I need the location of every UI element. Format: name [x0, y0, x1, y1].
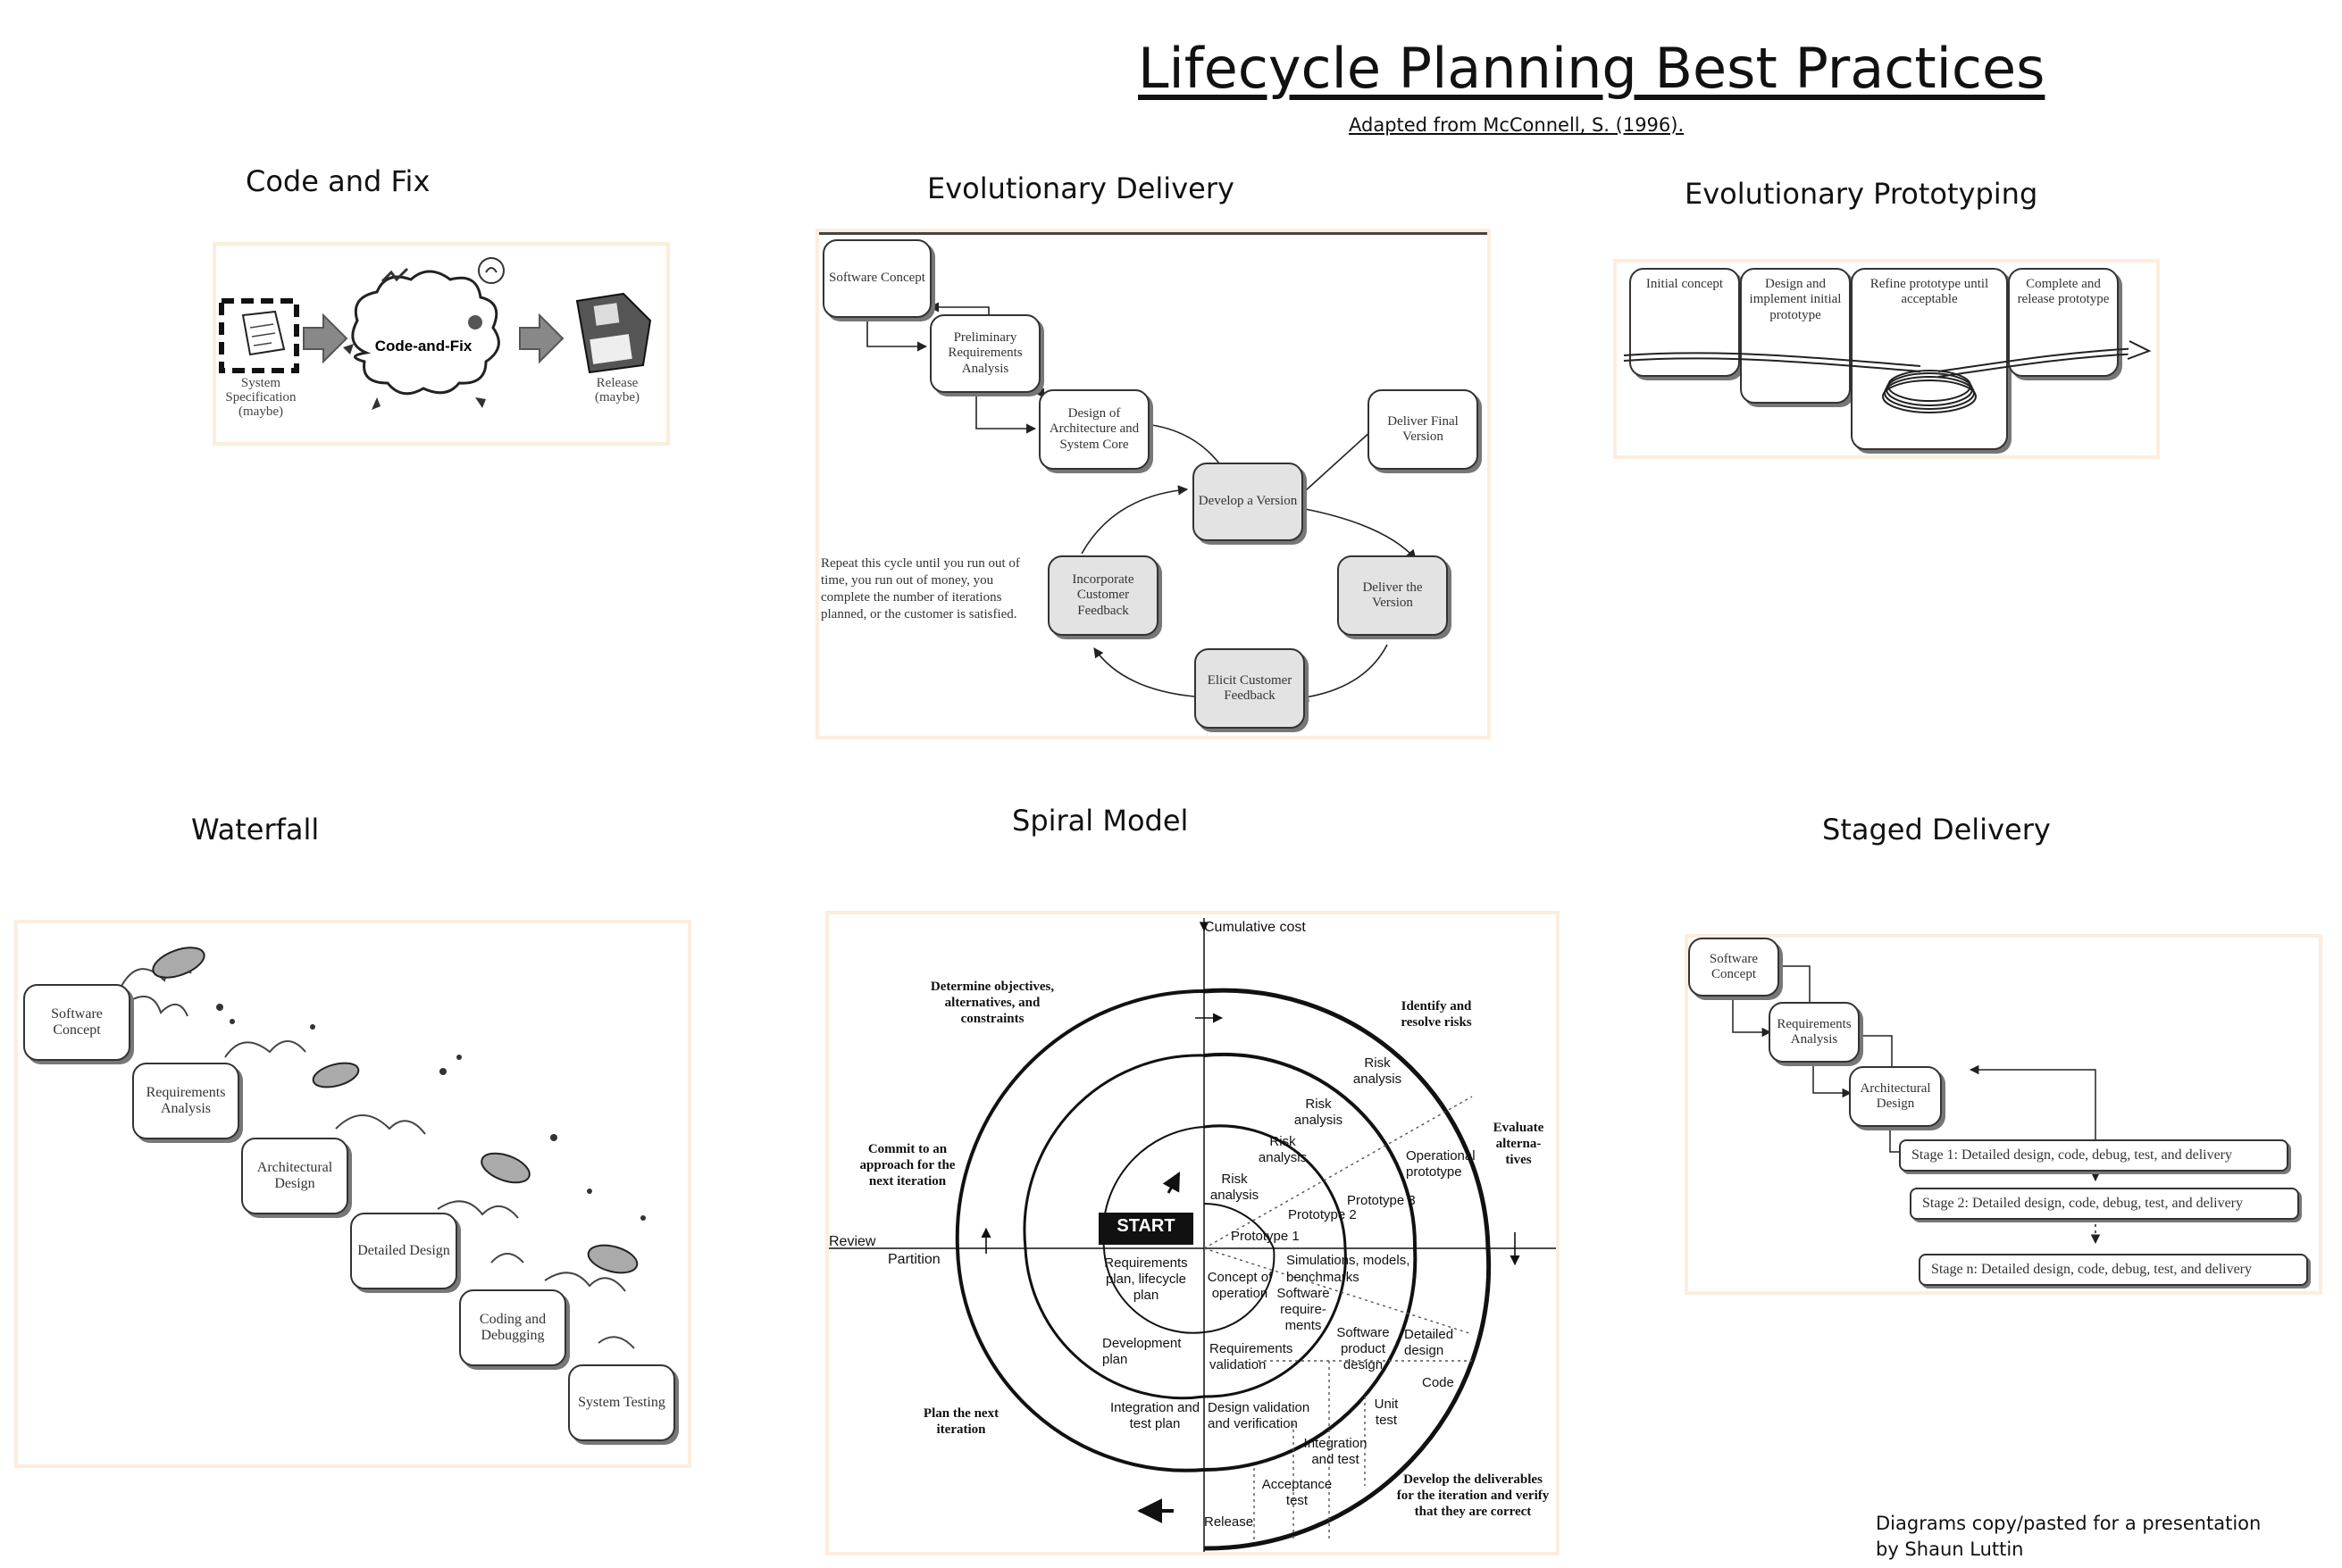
spiral-graphic	[829, 918, 1556, 1552]
prototype-path-arrow	[1623, 340, 2152, 413]
evolutionary-prototyping-heading: Evolutionary Prototyping	[1685, 177, 2038, 211]
fish-icon	[152, 947, 639, 1274]
software-requirements-label: Software require-ments	[1276, 1286, 1330, 1333]
waterfall-requirements-analysis: Requirements Analysis	[132, 1063, 239, 1139]
risk-analysis-4: Risk analysis	[1352, 1055, 1402, 1087]
evolutionary-delivery-diagram: Software Concept Preliminary Requirement…	[816, 229, 1491, 739]
waterfall-detailed-design: Detailed Design	[350, 1213, 457, 1289]
code-and-fix-label: Code-and-Fix	[375, 338, 473, 354]
development-plan-label: Development plan	[1102, 1336, 1182, 1367]
waterfall-diagram: Software Concept Requirements Analysis A…	[14, 920, 691, 1468]
code-label: Code	[1422, 1375, 1454, 1390]
deliver-final-version-box: Deliver Final Version	[1368, 389, 1478, 470]
proto-step-2: Design and implement initial prototype	[1740, 268, 1851, 404]
staged-architectural-design: Architectural Design	[1849, 1066, 1942, 1127]
staged-software-concept: Software Concept	[1688, 938, 1779, 997]
system-spec-label: System Specification (maybe)	[225, 376, 297, 419]
evaluate-alternatives-label: Evaluate alterna-tives	[1493, 1121, 1544, 1167]
code-and-fix-graphic: Code-and-Fix	[219, 257, 652, 410]
floppy-disk-icon	[575, 292, 652, 374]
release-spiral-label: Release	[1204, 1514, 1254, 1530]
stage-n-box: Stage n: Detailed design, code, debug, t…	[1919, 1254, 2308, 1286]
prototype-1-label: Prototype 1	[1231, 1229, 1300, 1244]
simulations-label: Simulations, models, benchmarks	[1286, 1253, 1410, 1285]
arrow-right-icon	[519, 313, 565, 364]
stage-2-box: Stage 2: Detailed design, code, debug, t…	[1910, 1188, 2299, 1220]
software-product-design-label: Software product design	[1336, 1325, 1390, 1372]
risk-analysis-2: Risk analysis	[1258, 1134, 1308, 1165]
waterfall-heading: Waterfall	[191, 813, 320, 847]
release-label: Release (maybe)	[595, 376, 640, 405]
requirements-validation-label: Requirements validation	[1209, 1341, 1293, 1372]
page-subtitle: Adapted from McConnell, S. (1996).	[1349, 114, 1685, 136]
prototype-2-label: Prototype 2	[1288, 1207, 1357, 1222]
staged-delivery-arrows	[1732, 961, 2101, 1245]
waterfall-software-concept: Software Concept	[23, 984, 130, 1061]
start-label: START	[1117, 1216, 1175, 1236]
credit-line-1: Diagrams copy/pasted for a presentation	[1876, 1513, 2262, 1534]
waterfall-architectural-design: Architectural Design	[241, 1138, 348, 1214]
waterfall-coding-debugging: Coding and Debugging	[459, 1289, 566, 1366]
staged-delivery-heading: Staged Delivery	[1822, 813, 2051, 847]
cumulative-cost-label: Cumulative cost	[1204, 920, 1306, 935]
code-and-fix-heading: Code and Fix	[246, 164, 431, 198]
commit-approach-label: Commit to an approach for the next itera…	[859, 1142, 956, 1189]
elicit-feedback-box: Elicit Customer Feedback	[1194, 648, 1305, 729]
page-title: Lifecycle Planning Best Practices	[1138, 36, 2045, 101]
waterfall-system-testing: System Testing	[568, 1364, 675, 1441]
concept-of-operation-label: Concept of operation	[1207, 1270, 1273, 1301]
develop-version-box: Develop a Version	[1192, 463, 1303, 541]
spiral-model-diagram: Cumulative cost Review Partition START D…	[825, 911, 1560, 1555]
software-concept-box: Software Concept	[823, 239, 932, 318]
stage-1-box: Stage 1: Detailed design, code, debug, t…	[1899, 1139, 2288, 1172]
determine-objectives-label: Determine objectives, alternatives, and …	[930, 980, 1055, 1026]
splash-icon	[216, 1004, 646, 1221]
cloud-icon	[343, 257, 505, 410]
spiral-model-heading: Spiral Model	[1012, 804, 1189, 838]
identify-risks-label: Identify and resolve risks	[1401, 999, 1472, 1030]
repeat-cycle-note: Repeat this cycle until you run out of t…	[821, 556, 1020, 621]
waterfall-splashes	[119, 947, 646, 1349]
staged-requirements-analysis: Requirements Analysis	[1769, 1002, 1860, 1063]
evolutionary-delivery-heading: Evolutionary Delivery	[927, 171, 1234, 205]
preliminary-requirements-box: Preliminary Requirements Analysis	[930, 314, 1041, 393]
requirements-plan-label: Requirements plan, lifecycle plan	[1104, 1255, 1188, 1303]
arrow-right-icon	[303, 313, 348, 364]
risk-analysis-1: Risk analysis	[1209, 1172, 1259, 1203]
integration-test-plan-label: Integration and test plan	[1109, 1400, 1200, 1431]
incorporate-feedback-box: Incorporate Customer Feedback	[1048, 555, 1158, 636]
acceptance-test-label: Acceptance test	[1261, 1477, 1333, 1508]
review-label: Review	[829, 1234, 876, 1249]
partition-label: Partition	[888, 1252, 941, 1267]
design-validation-label: Design validation and verification	[1208, 1400, 1310, 1431]
code-and-fix-diagram: Code-and-Fix System Specification (maybe…	[213, 242, 670, 446]
unit-test-label: Unit test	[1374, 1397, 1399, 1428]
prototype-3-label: Prototype 3	[1347, 1193, 1416, 1208]
design-architecture-box: Design of Architecture and System Core	[1039, 389, 1150, 470]
risk-analysis-3: Risk analysis	[1293, 1097, 1343, 1128]
staged-delivery-diagram: Software Concept Requirements Analysis A…	[1685, 934, 2322, 1295]
detailed-design-label: Detailed design	[1404, 1327, 1454, 1358]
document-icon	[219, 298, 299, 373]
evolutionary-prototyping-diagram: Initial concept Design and implement ini…	[1613, 259, 2160, 459]
operational-prototype-label: Operational prototype	[1406, 1148, 1476, 1180]
integration-and-test-label: Integration and test	[1303, 1436, 1368, 1467]
credit-line-2: by Shaun Luttin	[1876, 1539, 2024, 1560]
start-box	[1099, 1213, 1193, 1245]
develop-deliverables-label: Develop the deliverables for the iterati…	[1396, 1472, 1550, 1519]
proto-step-3: Refine prototype until acceptable	[1851, 268, 2008, 450]
deliver-version-box: Deliver the Version	[1337, 555, 1448, 636]
plan-next-iteration-label: Plan the next iteration	[923, 1406, 1000, 1437]
